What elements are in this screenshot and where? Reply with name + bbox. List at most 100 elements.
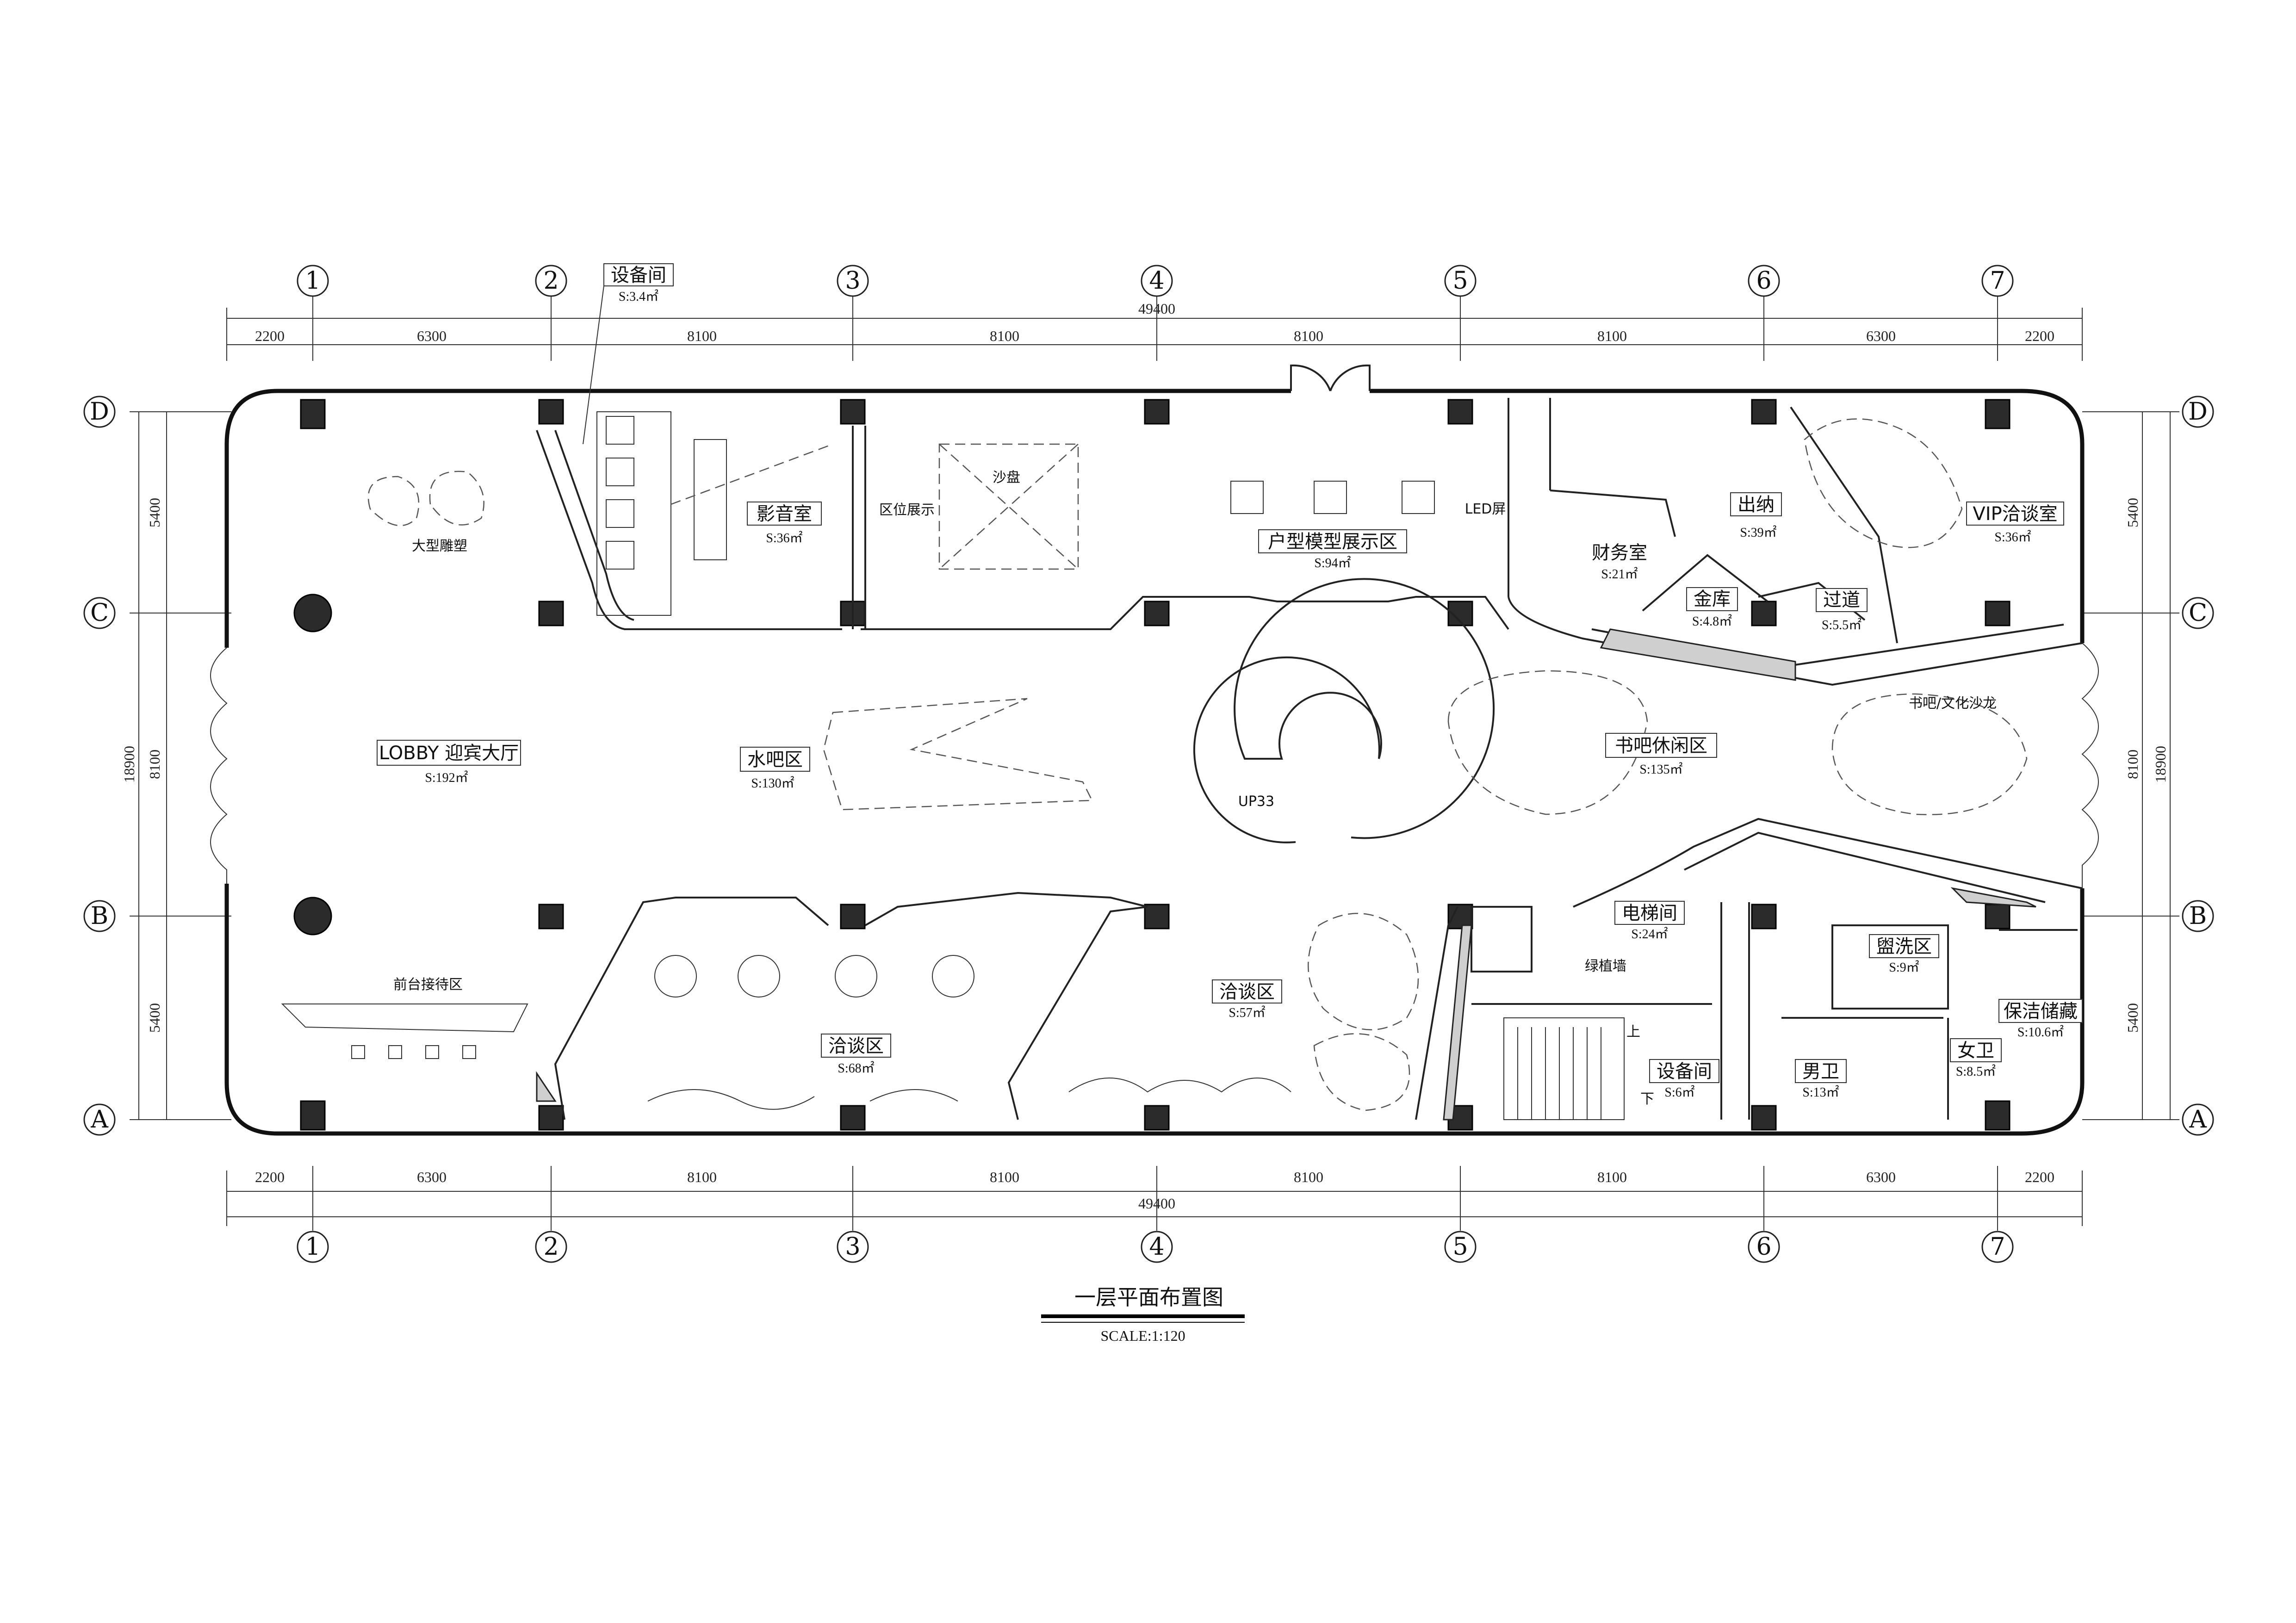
green-wall-label: 绿植墙 xyxy=(1585,958,1626,974)
room-negotiation-1-name: 洽谈区 xyxy=(828,1035,884,1057)
room-negotiation-2-area: S:57㎡ xyxy=(1229,1005,1265,1020)
main-entrance-door xyxy=(1290,364,1371,391)
grid-label-bottom-2: 2 xyxy=(543,1233,558,1261)
room-led-screen-name: LED屏 xyxy=(1465,501,1506,517)
grid-label-bottom-1: 1 xyxy=(305,1233,320,1261)
bottom-span-1: 2200 xyxy=(255,1169,285,1185)
grid-label-top-2: 2 xyxy=(543,267,558,295)
bottom-span-3: 8100 xyxy=(687,1169,717,1185)
right-curved-glass xyxy=(2081,643,2099,888)
dashed-fixtures xyxy=(281,411,2028,1111)
right-span-2: 8100 xyxy=(2124,750,2141,779)
room-water-bar-area: S:130㎡ xyxy=(751,776,794,791)
room-negotiation-1-area: S:68㎡ xyxy=(838,1061,874,1076)
room-negotiation-2-name: 洽谈区 xyxy=(1219,981,1275,1003)
bottom-span-6: 8100 xyxy=(1597,1169,1627,1185)
room-equipment-top-area: S:3.4㎡ xyxy=(619,289,658,304)
room-mens-name: 男卫 xyxy=(1802,1061,1839,1082)
room-womens-name: 女卫 xyxy=(1957,1040,1994,1061)
top-grid-bubbles xyxy=(297,265,2014,361)
room-av-area: S:36㎡ xyxy=(766,531,802,545)
left-span-1: 5400 xyxy=(146,498,163,527)
room-elevator-area: S:24㎡ xyxy=(1631,927,1668,942)
bottom-dimension-lines xyxy=(226,1166,2083,1263)
grid-label-top-1: 1 xyxy=(305,267,320,295)
top-span-7: 6300 xyxy=(1866,328,1896,344)
room-sculpture-name: 大型雕塑 xyxy=(412,538,467,554)
room-storage-name: 保洁储藏 xyxy=(2004,1001,2078,1022)
structural-columns xyxy=(293,399,2011,1131)
room-storage-area: S:10.6㎡ xyxy=(2017,1025,2064,1040)
room-elevator-name: 电梯间 xyxy=(1622,903,1677,924)
top-span-8: 2200 xyxy=(2025,328,2054,344)
stair-up-mark: 上 xyxy=(1626,1024,1640,1040)
hatched-walls xyxy=(536,628,2036,1121)
bottom-total-dimension: 49400 xyxy=(1138,1195,1175,1212)
top-span-6: 8100 xyxy=(1597,328,1627,344)
grid-label-bottom-6: 6 xyxy=(1756,1233,1771,1261)
bottom-span-5: 8100 xyxy=(1294,1169,1323,1185)
grid-label-right-A: A xyxy=(2189,1106,2207,1134)
room-book-bar-name: 书吧休闲区 xyxy=(1615,735,1707,756)
room-womens-area: S:8.5㎡ xyxy=(1956,1064,1996,1079)
room-equipment-bottom-name: 设备间 xyxy=(1657,1061,1712,1082)
interior-walls xyxy=(536,398,2083,1120)
room-washroom-area: S:9㎡ xyxy=(1889,960,1919,975)
left-total: 18900 xyxy=(121,746,137,783)
grid-label-bottom-7: 7 xyxy=(1990,1233,2005,1261)
room-av-name: 影音室 xyxy=(757,503,812,525)
grid-label-bottom-4: 4 xyxy=(1149,1233,1164,1261)
room-finance-area: S:21㎡ xyxy=(1601,567,1638,582)
room-sand-table-name: 沙盘 xyxy=(993,470,1020,486)
drawing-title: 一层平面布置图 xyxy=(1074,1285,1223,1310)
grid-label-left-C: C xyxy=(90,599,109,627)
room-cashier-area: S:39㎡ xyxy=(1740,525,1776,540)
stair-up-label: UP33 xyxy=(1238,793,1274,810)
room-location-display-name: 区位展示 xyxy=(879,502,935,518)
right-total: 18900 xyxy=(2152,746,2169,783)
room-finance-name: 财务室 xyxy=(1592,542,1647,564)
left-curved-glass xyxy=(210,647,228,884)
grid-label-bottom-3: 3 xyxy=(845,1233,860,1261)
grid-label-top-7: 7 xyxy=(1990,267,2005,295)
grid-label-left-B: B xyxy=(91,902,108,930)
room-book-salon-name: 书吧/文化沙龙 xyxy=(1909,695,1997,712)
room-equipment-bottom-area: S:6㎡ xyxy=(1664,1085,1694,1100)
room-vip-area: S:36㎡ xyxy=(1994,530,2031,545)
room-washroom-name: 盥洗区 xyxy=(1876,936,1932,957)
room-vault-area: S:4.8㎡ xyxy=(1692,614,1732,629)
top-span-3: 8100 xyxy=(687,328,717,344)
grid-label-top-6: 6 xyxy=(1756,267,1771,295)
drawing-scale: SCALE:1:120 xyxy=(1100,1327,1185,1344)
grid-label-left-D: D xyxy=(90,398,109,426)
outer-wall xyxy=(224,389,2085,1136)
right-span-1: 5400 xyxy=(2124,498,2141,527)
grid-label-right-D: D xyxy=(2188,398,2208,426)
room-lobby-area: S:192㎡ xyxy=(425,770,468,785)
bottom-span-2: 6300 xyxy=(417,1169,447,1185)
left-span-3: 5400 xyxy=(146,1003,163,1033)
left-dimension-lines xyxy=(83,396,231,1136)
grid-label-bottom-5: 5 xyxy=(1452,1233,1468,1261)
top-span-2: 6300 xyxy=(417,328,447,344)
grid-label-right-B: B xyxy=(2189,902,2207,930)
stair-down-mark: 下 xyxy=(1640,1091,1654,1107)
room-lobby-name: LOBBY 迎宾大厅 xyxy=(379,743,519,764)
top-span-1: 2200 xyxy=(255,328,285,344)
bottom-span-8: 2200 xyxy=(2025,1169,2054,1185)
left-span-2: 8100 xyxy=(146,750,163,779)
room-equipment-top-name: 设备间 xyxy=(611,265,666,286)
bottom-span-7: 6300 xyxy=(1866,1169,1896,1185)
right-dimension-lines xyxy=(2082,396,2214,1136)
room-model-display-area: S:94㎡ xyxy=(1314,556,1351,570)
grid-label-top-4: 4 xyxy=(1149,267,1164,295)
room-corridor-name: 过道 xyxy=(1823,589,1860,611)
room-mens-area: S:13㎡ xyxy=(1802,1085,1839,1100)
bottom-span-4: 8100 xyxy=(990,1169,1019,1185)
room-corridor-area: S:5.5㎡ xyxy=(1822,618,1862,632)
top-span-4: 8100 xyxy=(990,328,1019,344)
grid-label-right-C: C xyxy=(2189,599,2207,627)
room-book-bar-area: S:135㎡ xyxy=(1639,762,1682,777)
room-reception-name: 前台接待区 xyxy=(393,977,463,993)
